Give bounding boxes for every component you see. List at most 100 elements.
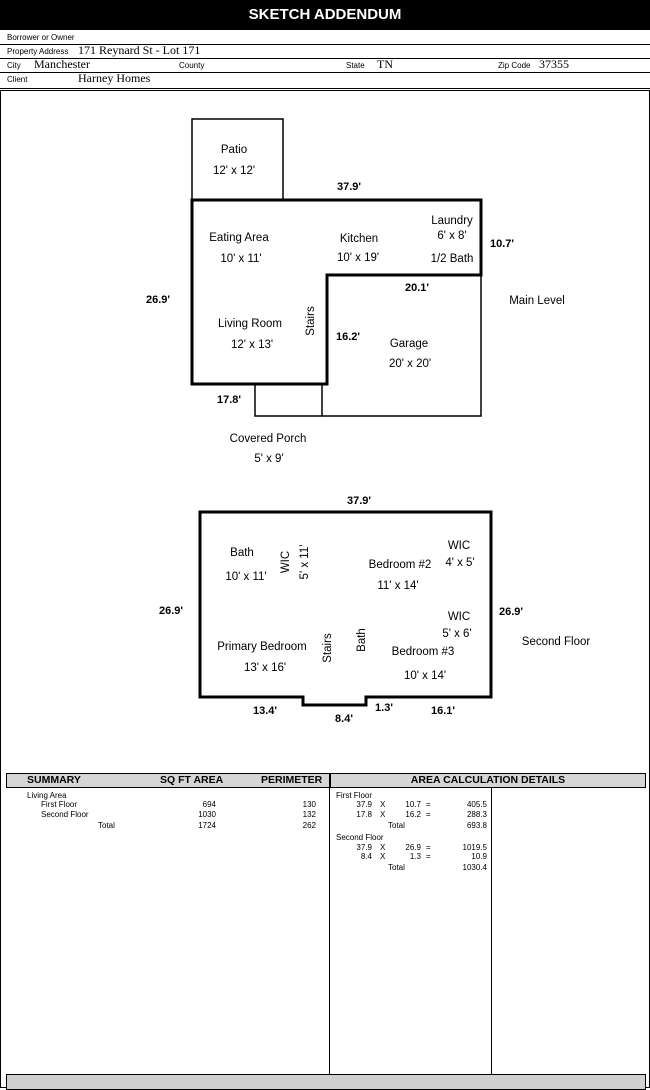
bed3-size: 10' x 14'	[404, 670, 446, 682]
garage-name: Garage	[390, 338, 428, 350]
main-dim-left: 26.9'	[146, 294, 170, 306]
second-dim-b2: 8.4'	[335, 713, 353, 725]
calc-b: 26.9	[405, 843, 421, 852]
calc-result: 288.3	[466, 810, 487, 819]
borrower-label: Borrower or Owner	[7, 33, 75, 42]
wic2-name: WIC	[448, 540, 470, 552]
summary-total-sqft: 1724	[198, 821, 216, 830]
state-label: State	[346, 61, 365, 70]
wic3-name: WIC	[448, 611, 470, 623]
page-title: SKETCH ADDENDUM	[0, 0, 650, 30]
summary-col-summary: SUMMARY	[27, 774, 81, 786]
calc-b: 10.7	[405, 800, 421, 809]
calc-a: 8.4	[360, 852, 372, 861]
summary-col-sqft: SQ FT AREA	[160, 774, 224, 786]
laundry-name: Laundry	[431, 215, 473, 227]
details-header: AREA CALCULATION DETAILS	[330, 773, 646, 788]
bed2-name: Bedroom #2	[369, 559, 432, 571]
borrower-row: Borrower or Owner	[0, 30, 650, 45]
summary-header: SUMMARY SQ FT AREA PERIMETER	[6, 773, 330, 788]
main-dim-bottom: 17.8'	[217, 394, 241, 406]
address-value: 171 Reynard St - Lot 171	[78, 43, 201, 57]
calc-op: X	[380, 852, 386, 861]
half-bath-label: 1/2 Bath	[431, 253, 474, 265]
second-dim-b1: 13.4'	[253, 705, 277, 717]
summary-total-label: Total	[98, 821, 115, 830]
city-row: City Manchester County State TN Zip Code…	[0, 57, 650, 73]
calc-b: 1.3	[409, 852, 421, 861]
kitchen-name: Kitchen	[340, 233, 378, 245]
wic1-name: WIC	[280, 551, 292, 573]
calc-a: 17.8	[356, 810, 372, 819]
porch-outline	[254, 384, 322, 417]
bath-size: 10' x 11'	[225, 571, 266, 583]
summary-col-perimeter: PERIMETER	[261, 774, 323, 786]
eating-name: Eating Area	[209, 232, 269, 244]
garage-dim-left: 16.2'	[336, 331, 360, 343]
primary-name: Primary Bedroom	[217, 641, 306, 653]
calc-result: 1019.5	[462, 843, 487, 852]
calc-a: 37.9	[356, 843, 372, 852]
patio-name: Patio	[221, 144, 247, 156]
calc-result: 10.9	[471, 852, 487, 861]
county-label: County	[179, 61, 205, 70]
bed3-name: Bedroom #3	[392, 646, 455, 658]
calc-eq: =	[426, 843, 431, 852]
address-row: Property Address 171 Reynard St - Lot 17…	[0, 43, 650, 59]
summary-row-name: First Floor	[41, 800, 77, 809]
address-label: Property Address	[7, 47, 69, 56]
summary-row-perimeter: 130	[302, 800, 316, 809]
client-row: Client Harney Homes	[0, 71, 650, 89]
second-floor-label: Second Floor	[522, 636, 591, 648]
details-first-total: 693.8	[466, 821, 487, 830]
details-second-floor-title: Second Floor	[336, 833, 384, 842]
calc-eq: =	[426, 852, 431, 861]
main-stairs-label: Stairs	[305, 306, 317, 336]
state-value: TN	[377, 57, 393, 71]
second-floor-outline	[198, 510, 493, 707]
second-dim-b3: 1.3'	[375, 702, 393, 714]
patio-size: 12' x 12'	[213, 165, 255, 177]
city-value: Manchester	[34, 57, 90, 71]
calc-result: 405.5	[466, 800, 487, 809]
living-area-label: Living Area	[27, 791, 67, 800]
primary-size: 13' x 16'	[244, 662, 286, 674]
porch-size: 5' x 9'	[254, 453, 283, 465]
details-first-floor-title: First Floor	[336, 791, 372, 800]
column-divider	[329, 787, 330, 1074]
bath2-name: Bath	[356, 628, 368, 652]
footer-bar	[6, 1074, 646, 1090]
zip-value: 37355	[539, 57, 569, 71]
living-size: 12' x 13'	[231, 339, 273, 351]
garage-outline	[321, 274, 482, 417]
living-name: Living Room	[218, 318, 282, 330]
calc-a: 37.9	[356, 800, 372, 809]
details-second-total: 1030.4	[462, 863, 487, 872]
porch-name: Covered Porch	[230, 433, 307, 445]
summary-row-name: Second Floor	[41, 810, 89, 819]
garage-size: 20' x 20'	[389, 358, 431, 370]
summary-row-sqft: 694	[202, 800, 216, 809]
bath-name: Bath	[230, 547, 254, 559]
bed2-size: 11' x 14'	[377, 580, 418, 592]
laundry-size: 6' x 8'	[437, 230, 466, 242]
calc-eq: =	[426, 800, 431, 809]
second-dim-b4: 16.1'	[431, 705, 455, 717]
city-label: City	[7, 61, 21, 70]
calc-eq: =	[426, 810, 431, 819]
zip-label: Zip Code	[498, 61, 531, 70]
second-stairs-label: Stairs	[322, 633, 334, 663]
client-value: Harney Homes	[78, 71, 151, 85]
second-dim-top: 37.9'	[347, 495, 371, 507]
wic2-size: 4' x 5'	[445, 557, 474, 569]
main-dim-top: 37.9'	[337, 181, 361, 193]
second-dim-right: 26.9'	[499, 606, 523, 618]
kitchen-size: 10' x 19'	[337, 252, 379, 264]
wic3-size: 5' x 6'	[442, 628, 471, 640]
calc-op: X	[380, 800, 386, 809]
floor-plan-sketch: Patio 12' x 12' 37.9' Eating Area 10' x …	[146, 118, 591, 725]
main-level-label: Main Level	[509, 295, 565, 307]
column-divider	[491, 787, 492, 1074]
main-dim-right: 10.7'	[490, 238, 514, 250]
